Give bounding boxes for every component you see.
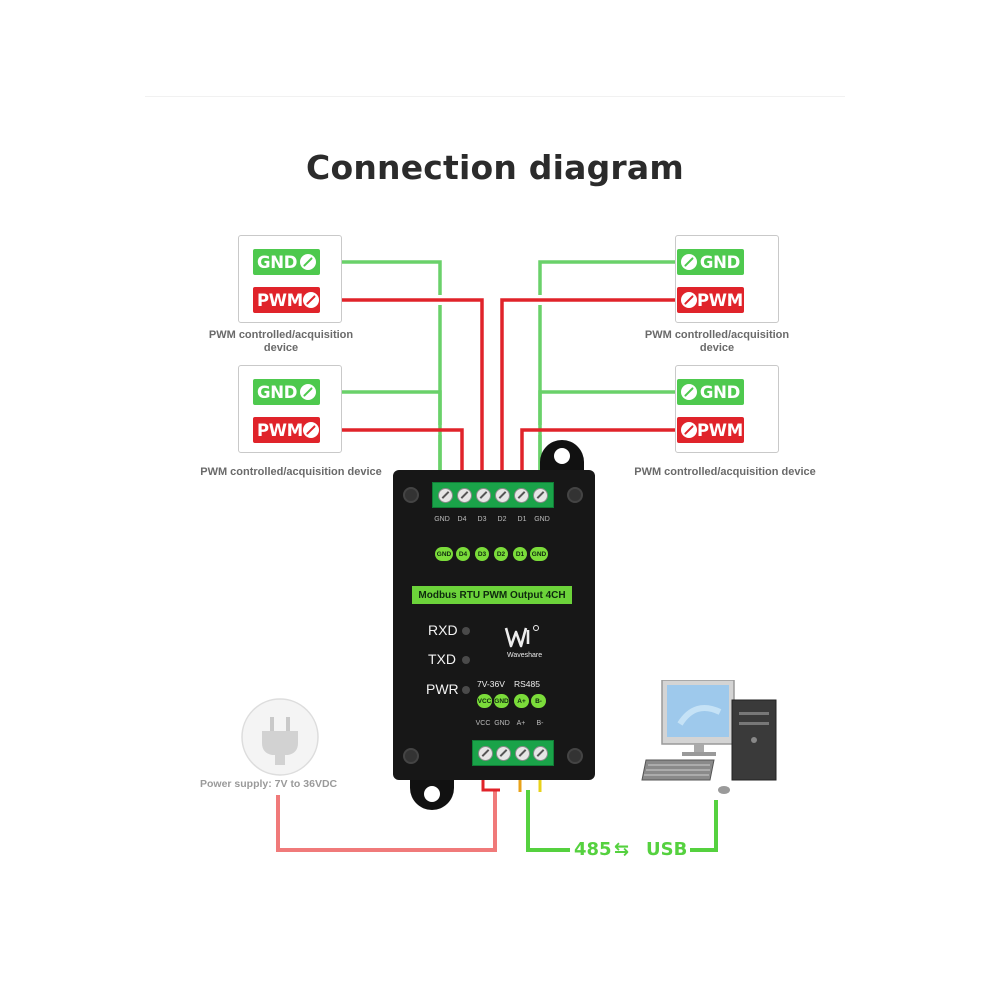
wire-pwm-bottom-left [322,428,464,485]
terminal-screw-icon [457,487,472,503]
pwm-label: PWM [697,290,743,310]
terminal-screw-icon [533,745,549,761]
device-caption-top-left: PWM controlled/acquisition device [196,329,366,355]
wire-pwm-bottom-right [520,428,678,485]
computer-icon [641,680,777,794]
gnd-label: GND [257,382,298,402]
txd-label: TXD [428,651,456,667]
caption-line-1: PWM controlled/acquisition [208,329,354,341]
rxd-led-icon [462,627,470,635]
screw-hole-icon [567,487,583,503]
power-plug-icon [241,698,319,776]
device-caption-top-right: PWM controlled/acquisition device [632,329,802,355]
screw-icon [681,254,697,270]
pwr-label: PWR [426,681,459,697]
txd-led-icon [462,656,470,664]
screw-hole-icon [567,748,583,764]
rs485-badge: B- [531,694,546,708]
terminal-screw-icon [438,487,453,503]
terminal-pwm-bottom-left: PWM [253,417,320,443]
mount-hole-icon [554,448,570,464]
device-caption-bottom-left: PWM controlled/acquisition device [200,466,382,478]
rs485-badge: A+ [514,694,529,708]
caption-line-2: device [263,342,299,354]
terminal-screw-icon [496,745,512,761]
module-name-strip: Modbus RTU PWM Output 4CH [412,586,572,604]
wire-pwm-top-right [500,298,678,485]
pwm-label: PWM [257,290,303,310]
screw-icon [300,254,316,270]
gnd-label: GND [257,252,298,272]
wire-pwm-top-left [322,298,484,485]
screw-hole-icon [403,748,419,764]
indicator-badge: D3 [475,547,489,561]
top-divider [145,96,845,97]
pin-label: B- [536,720,544,727]
wire-usb [526,790,718,852]
terminal-screw-icon [514,745,530,761]
rxd-label: RXD [428,622,458,638]
terminal-pwm-top-right: PWM [677,287,744,313]
caption-line-1: PWM controlled/acquisition [644,329,790,341]
terminal-gnd-top-right: GND [677,249,744,275]
terminal-screw-icon [533,487,548,503]
power-range-label: 7V-36V [477,679,505,689]
power-badge: GND [494,694,509,708]
screw-icon [681,384,697,400]
rs485-label: RS485 [514,679,540,689]
caption-line-2: device [699,342,735,354]
power-badge: VCC [477,694,492,708]
pin-label: VCC [475,720,491,727]
pin-label: A+ [516,720,526,727]
indicator-badge: GND [530,547,548,561]
pin-label: D4 [457,516,467,523]
terminal-pwm-top-left: PWM [253,287,320,313]
gnd-label: GND [699,252,740,272]
waveshare-logo-icon [504,625,539,648]
terminal-screw-icon [476,487,491,503]
page-title: Connection diagram [306,148,684,187]
terminal-pwm-bottom-right: PWM [677,417,744,443]
pin-label: GND [534,516,550,523]
link-label-485: 485 [574,839,612,860]
terminal-gnd-bottom-right: GND [677,379,744,405]
pin-label: D2 [497,516,507,523]
terminal-screw-icon [495,487,510,503]
pin-label: GND [494,720,510,727]
device-caption-bottom-right: PWM controlled/acquisition device [634,466,816,478]
screw-icon [681,422,697,438]
pin-label: D1 [517,516,527,523]
terminal-gnd-bottom-left: GND [253,379,320,405]
terminal-screw-icon [477,745,493,761]
pin-label: D3 [477,516,487,523]
bidirectional-arrow-icon: ⇆ [614,839,630,860]
mount-hole-icon [424,786,440,802]
pwm-label: PWM [697,420,743,440]
screw-icon [300,384,316,400]
pwm-label: PWM [257,420,303,440]
screw-icon [302,422,319,438]
pwm-module [393,470,595,780]
pin-label: GND [434,516,450,523]
indicator-badge: D2 [494,547,508,561]
indicator-badge: GND [435,547,453,561]
indicator-badge: D4 [456,547,470,561]
brand-label: Waveshare [507,652,543,659]
bottom-terminal-block [472,740,554,766]
terminal-screw-icon [514,487,529,503]
pwr-led-icon [462,686,470,694]
terminal-gnd-top-left: GND [253,249,320,275]
wire-power [276,790,497,852]
gnd-label: GND [699,382,740,402]
screw-icon [681,292,697,308]
link-label-usb: USB [646,839,688,860]
power-supply-caption: Power supply: 7V to 36VDC [200,778,338,790]
top-terminal-block [432,482,554,508]
screw-icon [302,292,319,308]
indicator-badge: D1 [513,547,527,561]
screw-hole-icon [403,487,419,503]
